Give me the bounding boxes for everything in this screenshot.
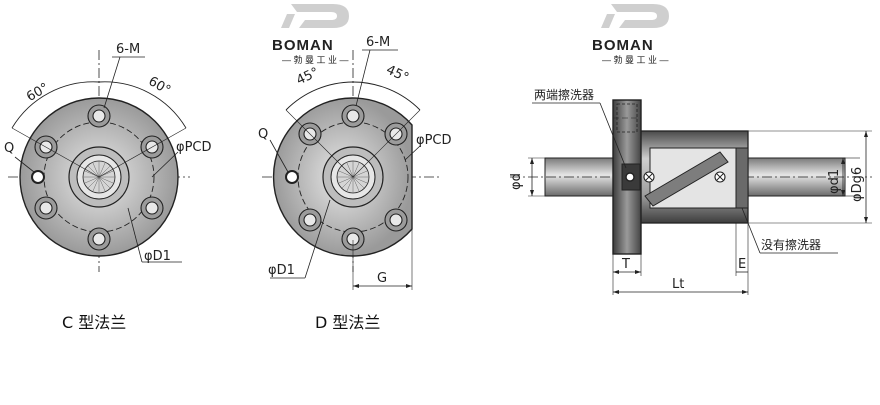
caption-c-flange: C 型法兰 <box>62 313 127 332</box>
c-leader-6m <box>103 56 121 109</box>
watermark-brand: BOMAN <box>272 37 334 54</box>
boman-logo-icon <box>601 4 669 28</box>
c-label-q: Q <box>4 141 14 156</box>
d-leader-pcd <box>404 145 421 161</box>
d-label-q: Q <box>258 127 268 142</box>
c-angle-arc <box>98 81 187 129</box>
label-wiper-both: 两端擦洗器 <box>534 88 594 102</box>
watermark-brand: BOMAN <box>592 37 654 54</box>
d-label-angle-right: 45° <box>384 63 411 86</box>
watermark-subtitle: — 勃 曼 工 业 — <box>602 54 669 65</box>
c-label-angle-left: 60° <box>24 80 51 105</box>
c-oil-hole-q <box>31 170 45 184</box>
d-leader-d1 <box>304 199 331 279</box>
leader-wiper-none <box>741 207 761 254</box>
watermark-left: BOMAN — 勃 曼 工 业 — <box>272 4 349 65</box>
label-dim-e: E <box>738 257 746 272</box>
d-label-pcd: φPCD <box>416 133 452 148</box>
label-dim-d1: φd1 <box>827 169 842 194</box>
d-oil-hole-q <box>285 170 299 184</box>
label-wiper-none: 没有擦洗器 <box>761 237 821 252</box>
c-label-angle-right: 60° <box>146 74 173 99</box>
d-label-angle-left: 45° <box>294 65 321 88</box>
c-label-pcd: φPCD <box>176 140 212 155</box>
c-angle-arc <box>11 81 100 129</box>
d-angle-arc <box>285 81 354 111</box>
caption-d-flange: D 型法兰 <box>315 313 381 332</box>
d-leader-q <box>269 139 289 173</box>
leader-wiper-both <box>599 102 627 169</box>
d-label-d1: φD1 <box>268 263 295 278</box>
c-leader-q <box>14 156 35 173</box>
label-dim-lt: Lt <box>672 277 684 292</box>
c-label-d1: φD1 <box>144 249 171 264</box>
c-flange-view <box>8 50 190 272</box>
wiper-oil-hole <box>625 172 635 182</box>
side-view <box>510 99 872 295</box>
return-tube <box>644 151 729 207</box>
boman-logo-icon <box>281 4 349 28</box>
d-flange-view <box>262 49 440 290</box>
label-dim-d: φd <box>509 173 524 190</box>
d-label-holes: 6-M <box>366 35 390 50</box>
label-dim-t: T <box>621 257 630 272</box>
d-angle-arc <box>352 81 421 111</box>
c-label-holes: 6-M <box>116 42 140 57</box>
watermark-right: BOMAN — 勃 曼 工 业 — <box>592 4 669 65</box>
nut-right-collar <box>735 147 749 209</box>
c-leader-pcd <box>151 151 179 178</box>
d-label-g: G <box>377 271 387 286</box>
c-leader-d1 <box>127 207 143 263</box>
d-leader-6m <box>355 49 371 107</box>
label-dim-dg6: φDg6 <box>850 167 865 202</box>
watermark-subtitle: — 勃 曼 工 业 — <box>282 54 349 65</box>
